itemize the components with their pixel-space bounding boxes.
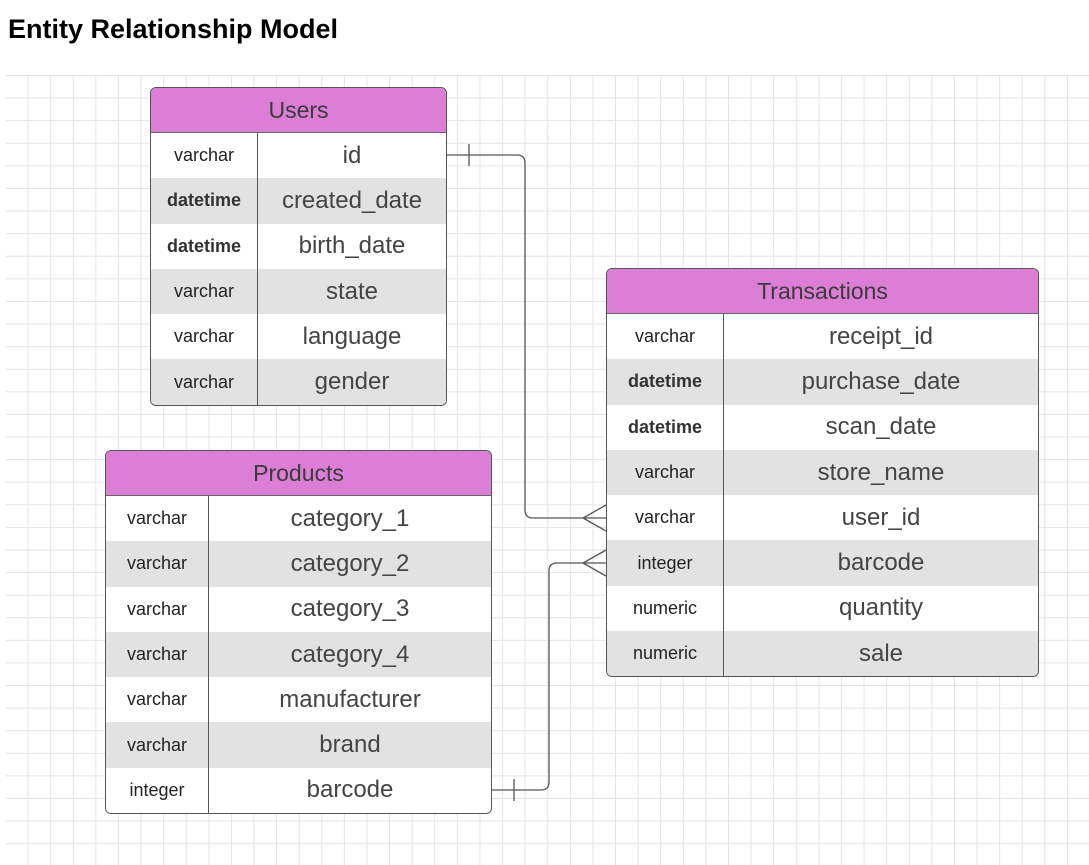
field-name: category_1 <box>290 504 410 532</box>
field-type: varchar <box>151 268 258 315</box>
field-name: quantity <box>838 594 924 622</box>
field-name: birth_date <box>298 232 406 260</box>
field-name: barcode <box>306 776 394 804</box>
field-type: varchar <box>106 496 209 542</box>
transactions-row-store-name: varchar store_name <box>607 449 1038 496</box>
field-type: varchar <box>607 314 724 360</box>
products-row-category-2: varchar category_2 <box>106 541 491 587</box>
users-row-language: varchar language <box>151 314 446 360</box>
users-row-created-date: datetime created_date <box>151 178 446 224</box>
transactions-row-user-id: varchar user_id <box>607 495 1038 541</box>
field-type: varchar <box>106 541 209 587</box>
field-type: varchar <box>106 631 209 678</box>
field-name: store_name <box>817 458 945 486</box>
products-row-brand: varchar brand <box>106 722 491 768</box>
users-row-id: varchar id <box>151 133 446 179</box>
field-name: user_id <box>841 503 921 531</box>
field-type: varchar <box>106 677 209 723</box>
entity-users-header: Users <box>151 88 446 133</box>
field-name: category_3 <box>290 595 410 623</box>
products-row-barcode: integer barcode <box>106 767 491 814</box>
entity-users[interactable]: Users varchar id datetime created_date d… <box>150 87 447 406</box>
products-row-manufacturer: varchar manufacturer <box>106 677 491 723</box>
field-name: gender <box>314 368 390 396</box>
field-name: manufacturer <box>279 685 421 713</box>
field-name: barcode <box>837 549 925 577</box>
field-name: receipt_id <box>828 322 934 350</box>
transactions-row-receipt-id: varchar receipt_id <box>607 314 1038 360</box>
field-name: brand <box>319 731 381 759</box>
field-name: category_4 <box>290 640 410 668</box>
field-type: integer <box>106 767 209 814</box>
transactions-row-sale: numeric sale <box>607 631 1038 677</box>
entity-products-header: Products <box>106 451 491 496</box>
field-type: numeric <box>607 585 724 632</box>
field-type: varchar <box>607 449 724 496</box>
field-type: datetime <box>151 223 258 269</box>
field-type: varchar <box>607 495 724 541</box>
users-row-gender: varchar gender <box>151 359 446 405</box>
field-name: category_2 <box>290 549 410 577</box>
products-row-category-3: varchar category_3 <box>106 586 491 632</box>
users-row-birth-date: datetime birth_date <box>151 223 446 269</box>
field-type: varchar <box>151 359 258 405</box>
transactions-row-quantity: numeric quantity <box>607 585 1038 632</box>
field-type: varchar <box>106 722 209 768</box>
field-name: created_date <box>281 186 423 214</box>
field-type: integer <box>607 540 724 586</box>
field-type: varchar <box>151 314 258 360</box>
entity-products[interactable]: Products varchar category_1 varchar cate… <box>105 450 492 815</box>
transactions-row-scan-date: datetime scan_date <box>607 404 1038 450</box>
products-row-category-4: varchar category_4 <box>106 631 491 678</box>
field-name: state <box>325 277 379 305</box>
field-type: numeric <box>607 631 724 677</box>
users-row-state: varchar state <box>151 268 446 315</box>
field-name: sale <box>858 639 904 667</box>
transactions-row-barcode: integer barcode <box>607 540 1038 586</box>
entity-transactions-header: Transactions <box>607 269 1038 314</box>
field-type: datetime <box>607 404 724 450</box>
products-row-category-1: varchar category_1 <box>106 496 491 542</box>
field-name: scan_date <box>825 413 937 441</box>
field-type: varchar <box>151 133 258 179</box>
field-name: purchase_date <box>801 367 961 395</box>
field-type: datetime <box>151 178 258 224</box>
page-title: Entity Relationship Model <box>8 14 339 44</box>
field-type: datetime <box>607 359 724 405</box>
field-name: id <box>342 141 362 169</box>
entity-transactions[interactable]: Transactions varchar receipt_id datetime… <box>606 268 1039 678</box>
field-type: varchar <box>106 586 209 632</box>
transactions-row-purchase-date: datetime purchase_date <box>607 359 1038 405</box>
field-name: language <box>302 322 402 350</box>
